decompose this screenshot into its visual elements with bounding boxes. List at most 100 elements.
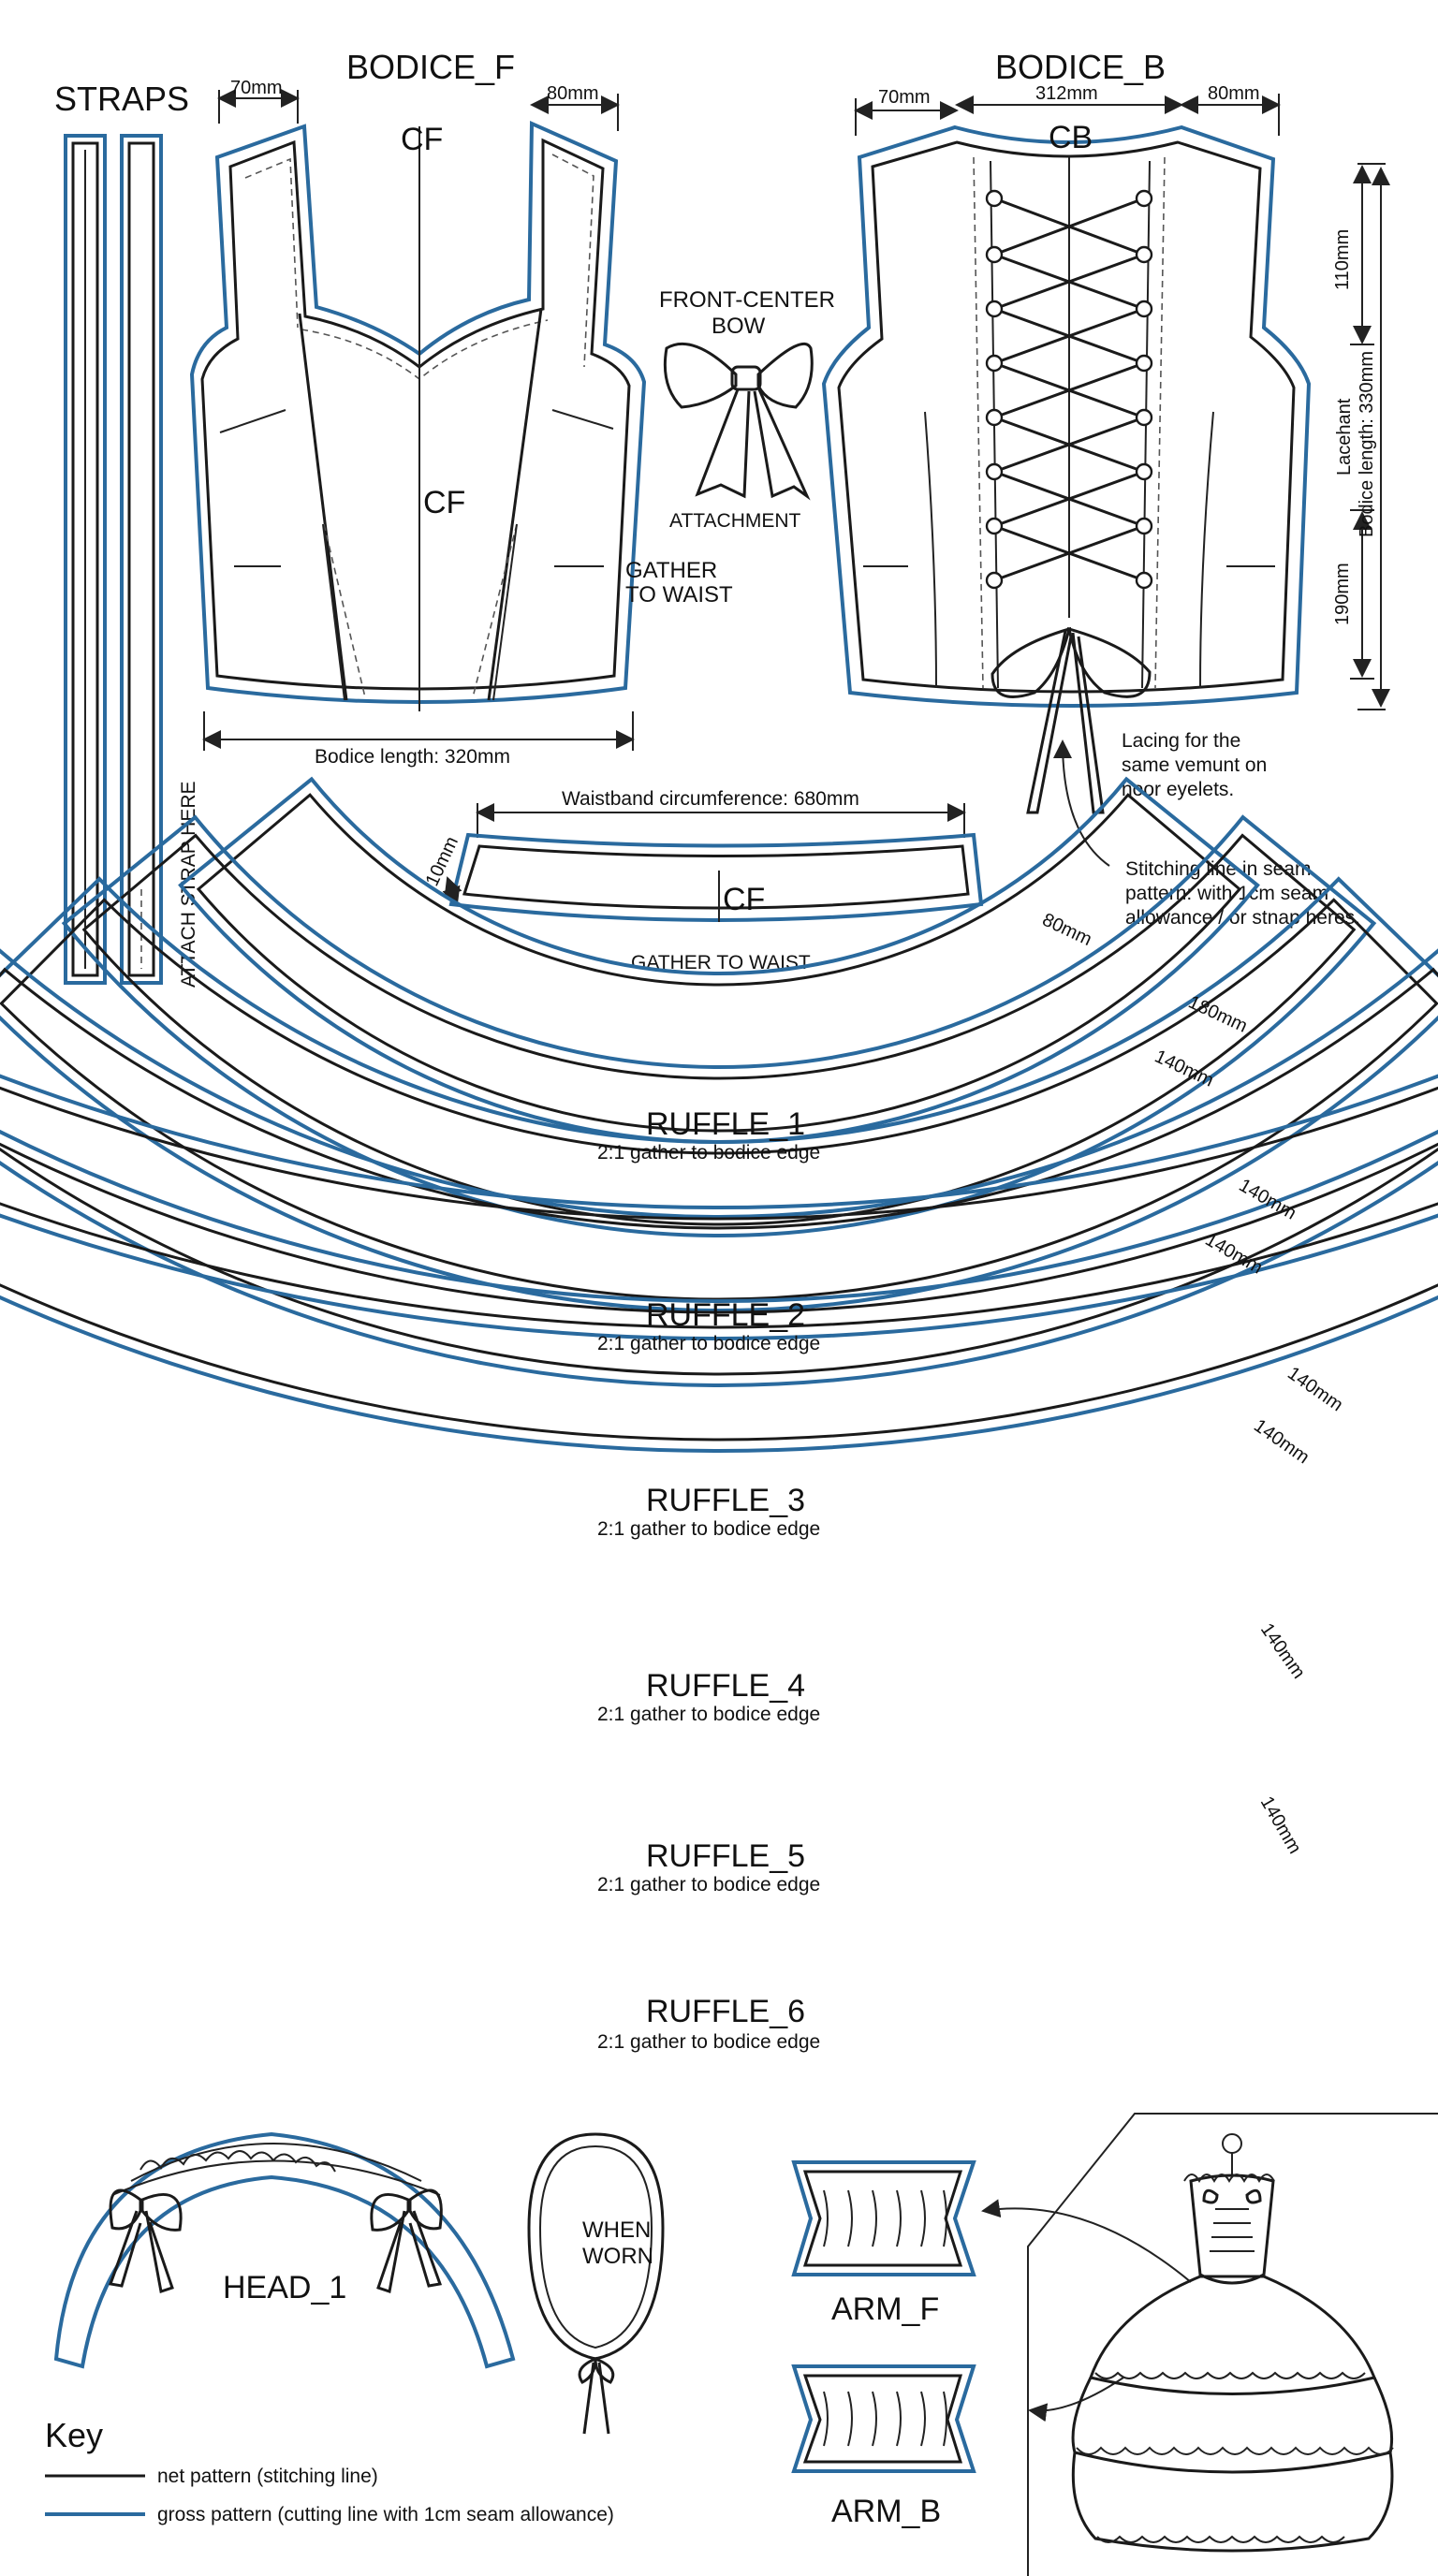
bodice-back-cb: CB	[1049, 120, 1093, 155]
lacing-ties	[990, 626, 1152, 814]
lacing-note-line3: noor eyelets.	[1122, 779, 1234, 800]
ruffle-1-dim-b: 140mm	[1152, 1046, 1217, 1091]
bodice-back-dim-190: 190mm	[1332, 563, 1353, 625]
front-center-bow: FRONT-CENTER BOW ATTACHMENT	[659, 287, 835, 532]
eyelet-icon	[985, 245, 1004, 264]
stitching-note-line1: Stitching line in seam	[1125, 858, 1311, 880]
ruffle-4-stitching-line	[0, 967, 1438, 1376]
ruffle-4-name: RUFFLE_4	[646, 1668, 805, 1704]
ruffle-2-stitching-line	[81, 833, 1357, 1226]
bodice-back-piece: BODICE_B 70mm 312mm 80mm CB	[821, 48, 1390, 929]
ruffle-3-dim-b: 140mm	[1250, 1415, 1313, 1468]
eyelet-icon	[1135, 245, 1153, 264]
attach-strap-note: ATTACH STRAP HERE	[178, 781, 199, 988]
ruffle-6-labels: RUFFLE_6 2:1 gather to bodice edge	[597, 1994, 820, 2053]
bonnet-label-line2: WORN	[582, 2244, 653, 2269]
bow-label-line1: FRONT-CENTER	[659, 287, 835, 313]
strap-right	[120, 134, 163, 985]
ruffle-6-note: 2:1 gather to bodice edge	[597, 2031, 820, 2053]
ruffle-1-dim-a: 180mm	[1185, 992, 1251, 1037]
eyelet-icon	[1135, 300, 1153, 318]
eyelet-icon	[1135, 189, 1153, 208]
ruffle-2-name: RUFFLE_2	[646, 1297, 805, 1333]
eyelet-icon	[1135, 354, 1153, 373]
bodice-front-cf-mid: CF	[423, 485, 465, 520]
ruffle-3-name: RUFFLE_3	[646, 1483, 805, 1518]
straps-section: STRAPS ATTACH STRAP HERE	[54, 80, 199, 988]
eyelet-icon	[985, 517, 1004, 535]
ruffle-6-stitching-line	[0, 1086, 1438, 1329]
lace-cross	[993, 524, 1145, 582]
bodice-front-cf-top: CF	[401, 122, 443, 157]
headpiece-left-bow	[108, 2188, 183, 2293]
ruffle-4-cutting-line	[0, 948, 1438, 1388]
ruffle-3-stitching-line	[0, 898, 1438, 1301]
lace-cross	[993, 307, 1145, 365]
waistband-cf: CF	[723, 882, 765, 917]
bodice-back-dim-right: 80mm	[1208, 83, 1260, 104]
finished-dress-inset	[981, 2113, 1438, 2576]
ruffle-3-cutting-line	[0, 876, 1438, 1312]
lace-cross	[993, 197, 1145, 256]
arm-front-cuff: ARM_F	[791, 2160, 976, 2327]
eyelet-icon	[985, 189, 1004, 208]
ruffle-5-cutting-line	[0, 1129, 1438, 1453]
ruffle-4-labels: RUFFLE_4 2:1 gather to bodice edge 140mm	[597, 1619, 1309, 1725]
key-title: Key	[45, 2416, 103, 2454]
bodice-back-dim-left: 70mm	[878, 87, 931, 108]
bow-attachment: ATTACHMENT	[669, 510, 801, 532]
strap-left	[64, 134, 107, 985]
eyelet-icon	[985, 354, 1004, 373]
bodice-front-gather: GATHER	[625, 558, 717, 583]
bodice-back-title: BODICE_B	[995, 48, 1166, 86]
bodice-back-dim-110: 110mm	[1332, 229, 1353, 290]
lace-cross	[993, 253, 1145, 311]
bow-label-line2: BOW	[712, 314, 766, 339]
lacing-icon	[985, 189, 1153, 590]
straps-title: STRAPS	[54, 80, 189, 118]
ruffle-1-cutting-line	[178, 776, 1260, 1144]
bodice-front-title: BODICE_F	[346, 48, 515, 86]
dress-illustration-icon	[1071, 2133, 1394, 2553]
bodice-back-dim-mid: 312mm	[1035, 83, 1098, 104]
ruffle-5-stitching-line	[0, 1142, 1438, 1442]
eyelet-icon	[985, 571, 1004, 590]
headpiece-right-bow	[370, 2188, 443, 2293]
legend-key: Key net pattern (stitching line) gross p…	[45, 2416, 614, 2525]
eyelet-icon	[985, 408, 1004, 427]
lacing-note-line2: same vemunt on	[1122, 754, 1267, 776]
ruffle-1-name: RUFFLE_1	[646, 1106, 805, 1142]
bow-icon	[663, 342, 814, 501]
ruffle-4-note: 2:1 gather to bodice edge	[597, 1704, 820, 1725]
key-net-label: net pattern (stitching line)	[157, 2466, 378, 2487]
ruffle-5-dim-b: 140mm	[1256, 1793, 1305, 1858]
arm-front-label: ARM_F	[831, 2291, 939, 2327]
eyelet-icon	[1135, 517, 1153, 535]
ruffle-1-stitching-line	[196, 793, 1242, 1133]
waistband-gather: GATHER TO WAIST	[631, 952, 811, 973]
ruffle-5-name: RUFFLE_5	[646, 1838, 805, 1874]
bonnet-worn-view: WHEN WORN	[527, 2132, 665, 2435]
waistband-circumference: Waistband circumference: 680mm	[562, 788, 859, 810]
ruffle-3-dim-a: 140mm	[1284, 1363, 1346, 1415]
bodice-front-dim-right: 80mm	[547, 83, 599, 104]
bodice-back-length: Bodice length: 330mm	[1357, 351, 1377, 537]
stitching-note-line2: pattern: with 1cm seam	[1125, 883, 1328, 904]
bodice-front-gather-2: TO WAIST	[625, 582, 733, 607]
waistband-piece: Waistband circumference: 680mm CF 10mm G…	[422, 788, 984, 973]
bodice-back-lacehant: Lacehant	[1334, 398, 1355, 476]
ruffle-1-dim-outer: 80mm	[1039, 910, 1095, 950]
lacing-note-line1: Lacing for the	[1122, 730, 1240, 752]
ruffle-4-dim-b: 140mm	[1256, 1619, 1309, 1682]
headpiece: HEAD_1	[53, 2131, 516, 2369]
headpiece-label: HEAD_1	[223, 2270, 346, 2305]
eyelet-icon	[1135, 571, 1153, 590]
ruffle-5-note: 2:1 gather to bodice edge	[597, 1874, 820, 1895]
bonnet-label-line1: WHEN	[582, 2217, 651, 2243]
eyelet-icon	[985, 462, 1004, 481]
lace-cross	[993, 416, 1145, 474]
ruffle-6-cutting-line	[0, 1074, 1438, 1340]
eyelet-icon	[985, 300, 1004, 318]
lace-cross	[993, 470, 1145, 528]
